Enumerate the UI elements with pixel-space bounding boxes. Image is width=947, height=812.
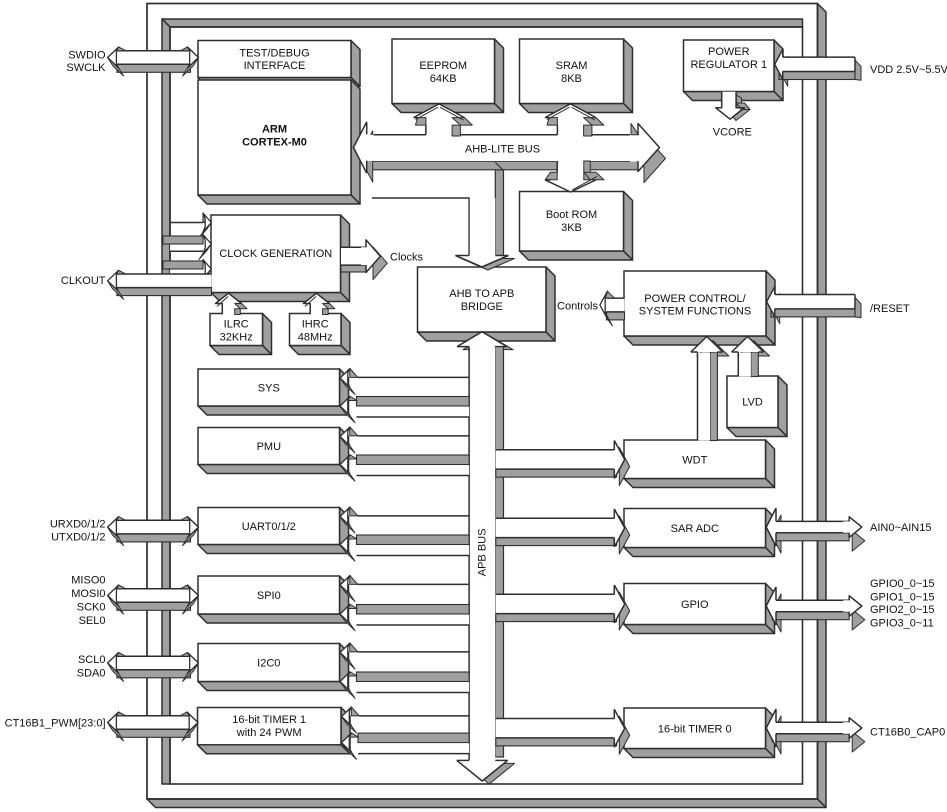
svg-text:SYS: SYS [258,383,280,395]
svg-text:SDA0: SDA0 [77,667,106,679]
svg-text:PMU: PMU [257,441,282,453]
svg-text:AHB TO APB: AHB TO APB [449,288,514,300]
svg-text:8KB: 8KB [561,73,582,85]
svg-text:MISO0: MISO0 [71,574,105,586]
svg-text:SEL0: SEL0 [79,615,106,627]
svg-text:UTXD0/1/2: UTXD0/1/2 [51,532,105,544]
svg-text:I2C0: I2C0 [257,658,280,670]
svg-text:SAR ADC: SAR ADC [671,523,719,535]
svg-text:CT16B0_CAP0: CT16B0_CAP0 [870,727,945,739]
svg-text:WDT: WDT [682,454,707,466]
svg-text:CT16B1_PWM[23:0]: CT16B1_PWM[23:0] [5,717,106,729]
svg-text:LVD: LVD [742,397,763,409]
svg-text:VCORE: VCORE [713,127,752,139]
svg-text:GPIO1_0~15: GPIO1_0~15 [870,591,935,603]
svg-text:ARM: ARM [262,124,287,136]
svg-text:Clocks: Clocks [390,252,424,264]
svg-text:CLOCK GENERATION: CLOCK GENERATION [219,248,332,260]
svg-text:INTERFACE: INTERFACE [244,60,306,72]
svg-text:16-bit TIMER 0: 16-bit TIMER 0 [658,723,732,735]
svg-text:AHB-LITE BUS: AHB-LITE BUS [465,143,540,155]
svg-text:IHRC: IHRC [302,318,329,330]
svg-text:3KB: 3KB [561,222,582,234]
svg-text:URXD0/1/2: URXD0/1/2 [50,519,106,531]
svg-text:SWDIO: SWDIO [68,49,106,61]
svg-text:SCK0: SCK0 [77,602,106,614]
svg-text:GPIO: GPIO [681,599,709,611]
svg-text:SWCLK: SWCLK [66,62,106,74]
svg-text:AIN0~AIN15: AIN0~AIN15 [870,522,931,534]
svg-text:REGULATOR 1: REGULATOR 1 [690,59,767,71]
svg-text:48MHz: 48MHz [298,331,333,343]
svg-text:EEPROM: EEPROM [419,60,467,72]
svg-text:Controls: Controls [557,300,598,312]
svg-text:16-bit TIMER 1: 16-bit TIMER 1 [232,714,306,726]
svg-text:GPIO3_0~11: GPIO3_0~11 [870,618,934,630]
svg-text:SRAM: SRAM [556,60,588,72]
svg-text:SPI0: SPI0 [257,590,281,602]
svg-text:GPIO0_0~15: GPIO0_0~15 [870,578,935,590]
svg-text:with 24 PWM: with 24 PWM [236,727,302,739]
svg-text:64KB: 64KB [430,73,457,85]
svg-text:32KHz: 32KHz [220,331,253,343]
svg-text:TEST/DEBUG: TEST/DEBUG [239,47,309,59]
svg-text:SYSTEM FUNCTIONS: SYSTEM FUNCTIONS [639,306,751,318]
svg-text:POWER: POWER [708,46,750,58]
svg-text:POWER CONTROL/: POWER CONTROL/ [644,293,746,305]
svg-text:UART0/1/2: UART0/1/2 [242,521,296,533]
svg-text:MOSI0: MOSI0 [71,588,105,600]
svg-text:CORTEX-M0: CORTEX-M0 [242,136,307,148]
svg-text:ILRC: ILRC [224,318,249,330]
svg-text:GPIO2_0~15: GPIO2_0~15 [870,604,935,616]
svg-text:SCL0: SCL0 [78,654,106,666]
svg-text:/RESET: /RESET [870,303,910,315]
svg-text:APB BUS: APB BUS [477,529,489,577]
svg-text:CLKOUT: CLKOUT [61,275,106,287]
svg-text:Boot ROM: Boot ROM [546,209,597,221]
svg-text:VDD 2.5V~5.5V: VDD 2.5V~5.5V [870,64,947,76]
svg-text:BRIDGE: BRIDGE [461,301,503,313]
